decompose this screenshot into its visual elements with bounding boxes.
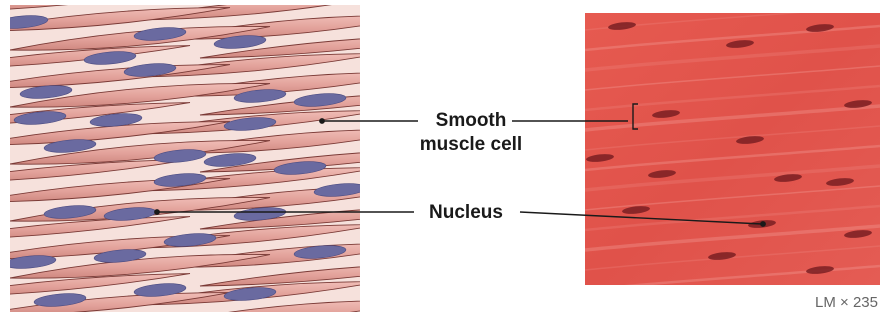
nucleus-pointer-dot-left: [155, 210, 159, 214]
muscle-illustration: [0, 0, 460, 324]
micrograph-image: [585, 6, 880, 290]
nucleus-label: Nucleus: [411, 202, 521, 224]
smooth-muscle-label-line2: muscle cell: [396, 134, 546, 156]
smooth-muscle-label-line1: Smooth: [396, 110, 546, 132]
nucleus-pointer-dot-right: [761, 222, 765, 226]
magnification-label: LM × 235: [782, 294, 878, 311]
smooth-muscle-pointer-dot: [320, 119, 324, 123]
